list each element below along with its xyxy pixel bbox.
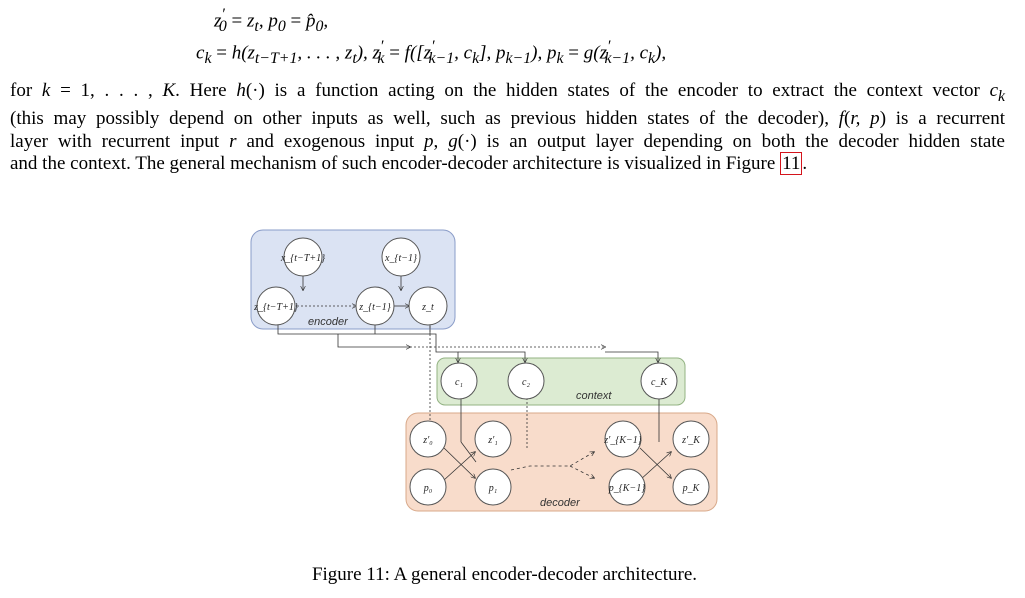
node-z0p-label: z′₀ xyxy=(422,435,433,446)
node-x-t-1-label: x_{t−1} xyxy=(384,253,417,264)
node-c1 xyxy=(440,362,478,400)
node-zKp-label: z′_K xyxy=(681,435,701,446)
body-paragraph: for k = 1, . . . , K. Here h(·) is a fun… xyxy=(10,80,1005,176)
node-x-t-1 xyxy=(381,237,421,277)
node-cK xyxy=(640,362,678,400)
node-z-t-1-label: z_{t−1} xyxy=(358,302,390,313)
paragraph-period: . xyxy=(802,153,808,175)
equation-2: ck = h(zt−T+1, . . . , zt), z′k = f([z′k… xyxy=(196,38,667,68)
node-zKp xyxy=(672,420,710,458)
node-p0 xyxy=(409,468,447,506)
node-pK1 xyxy=(608,468,646,506)
context-box xyxy=(436,357,686,406)
node-c2 xyxy=(507,362,545,400)
decoder-label: decoder xyxy=(540,497,581,509)
paragraph-line-4: and the context. The general mechanism o… xyxy=(10,152,1005,176)
paragraph-line-2: (this may possibly depend on other input… xyxy=(10,108,1005,130)
encoder-label: encoder xyxy=(308,316,349,328)
node-z-t-T1 xyxy=(256,286,296,326)
node-zK1p xyxy=(604,420,642,458)
node-c2-label: c₂ xyxy=(522,377,530,388)
figure-ref-link[interactable]: 11 xyxy=(780,152,803,176)
node-p1 xyxy=(474,468,512,506)
paragraph-line-1: for k = 1, . . . , K. Here h(·) is a fun… xyxy=(10,80,1006,105)
paragraph-line-4-text: and the context. The general mechanism o… xyxy=(10,153,781,175)
node-z-t-T1-label: z_{t−T+1} xyxy=(253,302,298,313)
node-z-t xyxy=(408,286,448,326)
node-x-t-T1 xyxy=(283,237,323,277)
node-z1p xyxy=(474,420,512,458)
paragraph-line-3: layer with recurrent input r and exogeno… xyxy=(10,130,1005,152)
node-x-t-T1-label: x_{t−T+1} xyxy=(280,253,325,264)
node-z-t-1 xyxy=(355,286,395,326)
equation-1: z′0 = zt, p0 = p̂0, xyxy=(214,6,329,36)
node-z1p-label: z′₁ xyxy=(487,435,498,446)
figure-caption-text: Figure 11: A general encoder-decoder arc… xyxy=(311,564,698,585)
node-zK1p-label: z′_{K−1} xyxy=(603,435,642,446)
figure-caption: Figure 11: A general encoder-decoder arc… xyxy=(0,564,1025,586)
context-label: context xyxy=(576,390,612,402)
node-c1-label: c₁ xyxy=(455,377,463,388)
node-cK-label: c_K xyxy=(651,377,668,388)
node-z0p xyxy=(409,420,447,458)
node-p1-label: p₁ xyxy=(488,483,497,494)
node-z-t-label: z_t xyxy=(421,302,434,313)
node-p0-label: p₀ xyxy=(423,483,433,494)
node-pK1-label: p_{K−1} xyxy=(608,483,645,494)
node-pK-label: p_K xyxy=(682,483,701,494)
node-pK xyxy=(672,468,710,506)
